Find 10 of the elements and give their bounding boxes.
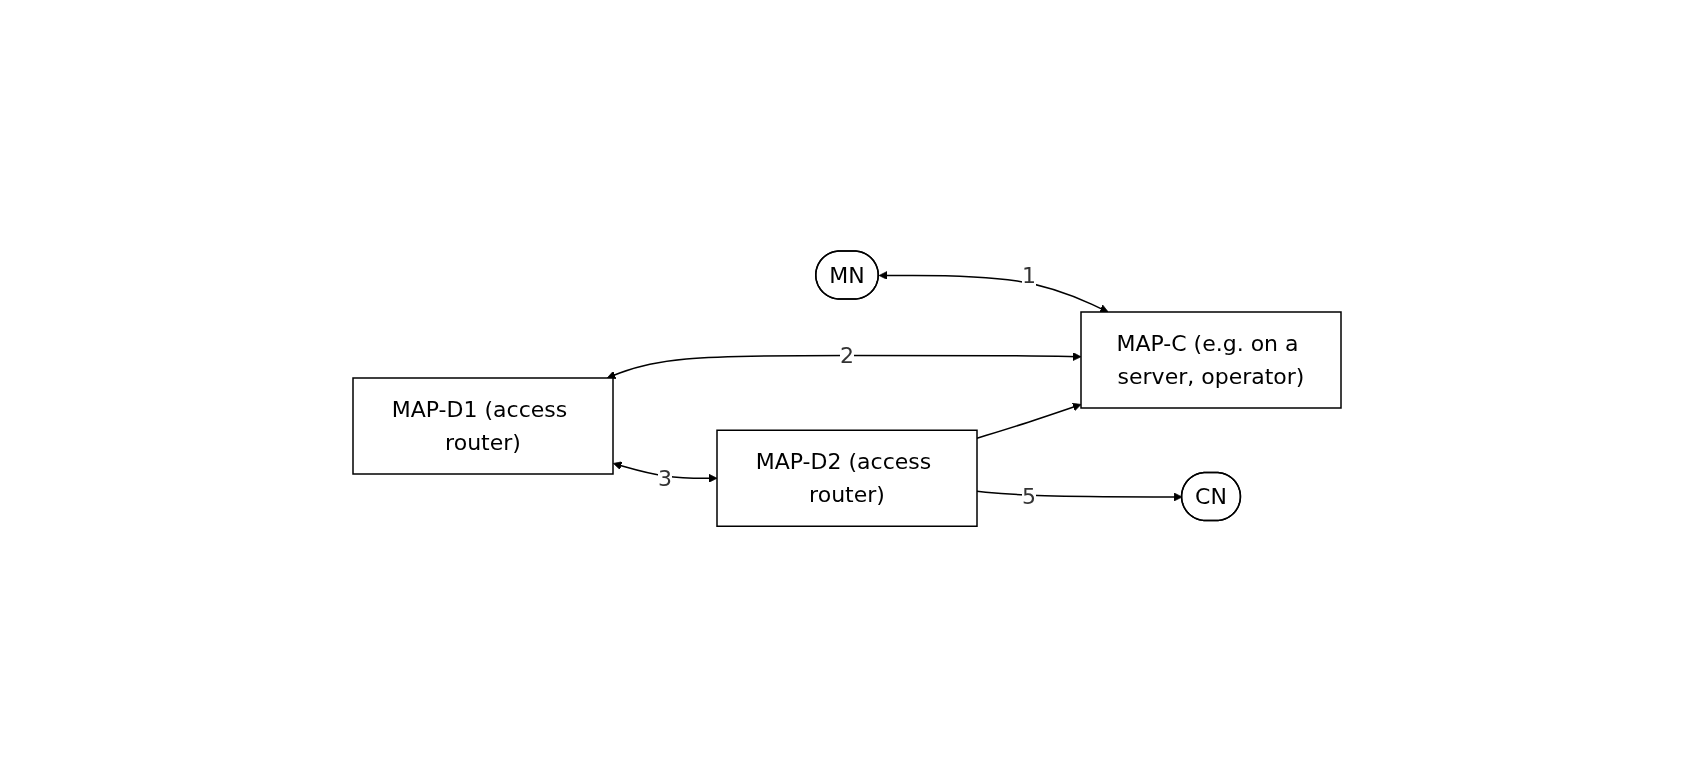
arrow — [878, 271, 1109, 313]
edge-label: 1 — [1022, 262, 1036, 288]
edge-label: 2 — [840, 343, 854, 369]
arrow — [613, 461, 718, 484]
node-box: MAP-D2 (access router) — [716, 429, 978, 528]
arrow — [606, 352, 1082, 380]
node-box: MAP-C (e.g. on a server, operator) — [1080, 311, 1342, 410]
node-box: MAP-D1 (access router) — [352, 377, 614, 476]
edge-label: 5 — [1022, 484, 1036, 510]
edge-label: 3 — [658, 466, 672, 492]
